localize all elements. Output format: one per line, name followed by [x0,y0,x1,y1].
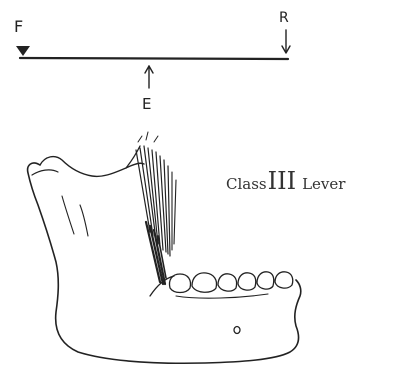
lever-bar [20,58,288,59]
title-prefix: Class [226,175,267,193]
mandible-illustration [28,132,301,363]
diagram-title: ClassIII Lever [226,167,346,195]
fulcrum-label: F [14,17,23,36]
teeth [169,272,292,293]
title-numeral: III [268,167,296,195]
title-suffix: Lever [302,175,346,193]
effort-arrow [145,66,153,88]
resistance-label: R [279,10,289,26]
resistance-arrow [282,30,290,53]
mental-foramen [234,327,240,334]
fulcrum-triangle [16,46,30,56]
lever-schematic: F R E [14,10,290,113]
effort-label: E [142,95,151,113]
temporalis-muscle [136,132,176,284]
